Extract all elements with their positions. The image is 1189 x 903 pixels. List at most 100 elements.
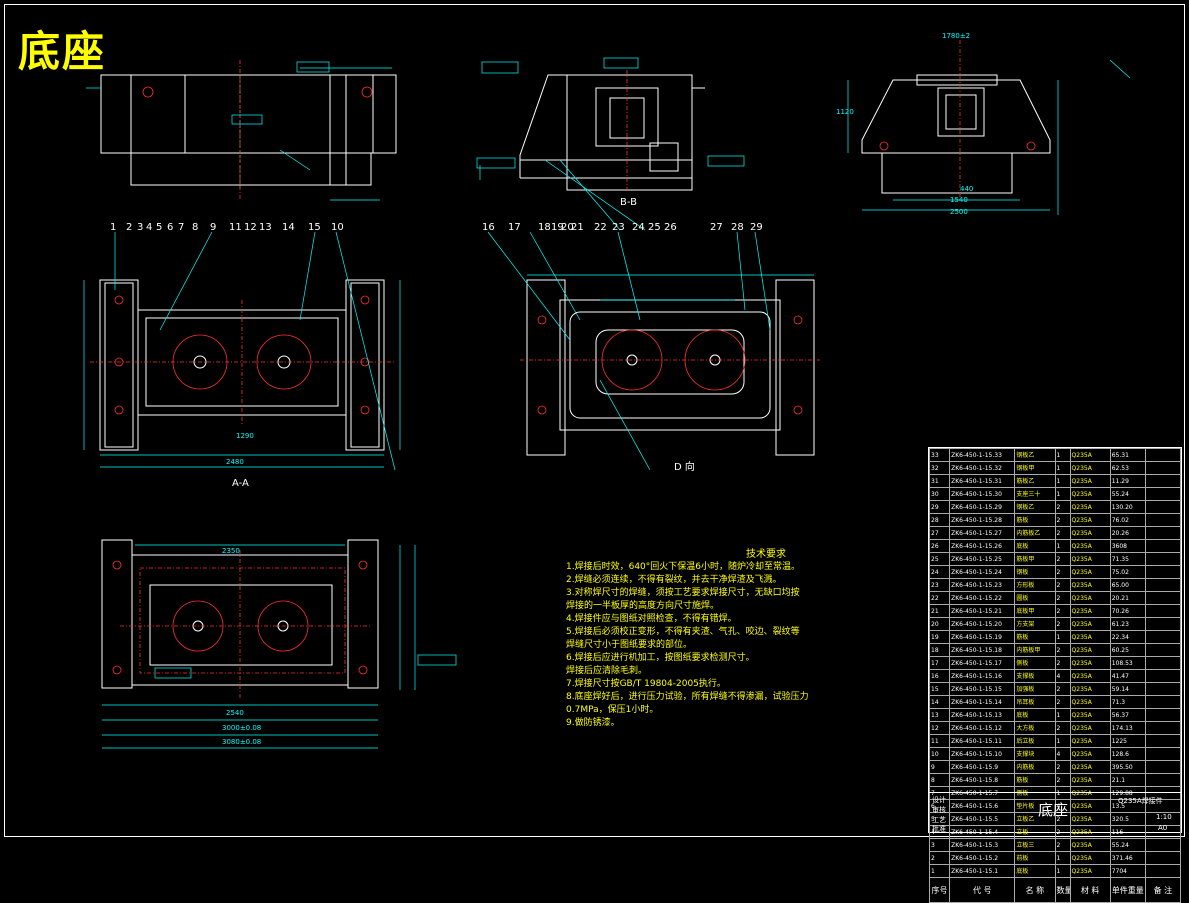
bom-cell: 2 — [1054, 500, 1071, 514]
title-block: 设计 审核 工艺 批准 底座 Q235A焊接件 1:10 A0 — [928, 792, 1182, 834]
bom-cell: 2 — [928, 851, 951, 865]
bom-cell: 前板 — [1014, 851, 1056, 865]
bom-cell: 2 — [1054, 773, 1071, 787]
dim-text: 1120 — [836, 108, 854, 116]
bom-cell: 1 — [1054, 487, 1071, 501]
front-view — [86, 60, 397, 201]
bom-cell: 内筋板 — [1014, 760, 1056, 774]
bom-cell: 支撑块 — [1014, 747, 1056, 761]
bom-cell: ZK6-450-1-15.24 — [949, 565, 1016, 579]
bom-cell — [1144, 487, 1182, 501]
bom-cell: 30 — [928, 487, 951, 501]
bom-cell: 22 — [928, 591, 951, 605]
bom-cell: ZK6-450-1-15.19 — [949, 630, 1016, 644]
bom-cell: ZK6-450-1-15.23 — [949, 578, 1016, 592]
bom-cell: Q235A — [1069, 708, 1111, 722]
bom-cell: ZK6-450-1-15.9 — [949, 760, 1016, 774]
tb-scale: 1:10 — [1156, 813, 1172, 821]
bom-cell: 65.00 — [1109, 578, 1146, 592]
bom-cell: 61.23 — [1109, 617, 1146, 631]
bom-cell: 11.29 — [1109, 474, 1146, 488]
bom-cell: 1 — [1054, 539, 1071, 553]
bom-cell: 方支架 — [1014, 617, 1056, 631]
bom-cell: ZK6-450-1-15.30 — [949, 487, 1016, 501]
bom-cell: Q235A — [1069, 448, 1111, 462]
bom-cell: 7704 — [1109, 864, 1146, 878]
bom-cell: 31 — [928, 474, 951, 488]
tech-note: 2.焊缝必须连续，不得有裂纹，并去干净焊渣及飞溅。 — [566, 575, 782, 585]
bom-cell — [1144, 526, 1182, 540]
dim-text: 1780±2 — [942, 32, 971, 40]
bom-cell: 395.50 — [1109, 760, 1146, 774]
bom-cell: ZK6-450-1-15.31 — [949, 474, 1016, 488]
bom-cell: ZK6-450-1-15.11 — [949, 734, 1016, 748]
bom-cell: Q235A — [1069, 552, 1111, 566]
bom-cell: 1 — [1054, 708, 1071, 722]
view-label-aa: A-A — [232, 478, 249, 489]
balloon: 5 — [156, 222, 163, 233]
bom-cell: Q235A — [1069, 630, 1111, 644]
bom-cell: Q235A — [1069, 487, 1111, 501]
bom-cell: 14 — [928, 695, 951, 709]
bom-cell: 钢板乙 — [1014, 500, 1056, 514]
bom-cell: 2 — [1054, 565, 1071, 579]
bom-cell — [1144, 760, 1182, 774]
bom-cell: Q235A — [1069, 838, 1111, 852]
bom-cell: 方形板 — [1014, 578, 1056, 592]
bom-cell: 55.24 — [1109, 838, 1146, 852]
bom-cell — [1144, 669, 1182, 683]
balloon: 3 — [137, 222, 144, 233]
bom-cell: ZK6-450-1-15.8 — [949, 773, 1016, 787]
bom-cell: 侧板 — [1014, 656, 1056, 670]
bom-cell: 圆板 — [1014, 591, 1056, 605]
bom-cell: Q235A — [1069, 474, 1111, 488]
bom-cell: 8 — [928, 773, 951, 787]
bom-cell: Q235A — [1069, 656, 1111, 670]
bom-cell — [1144, 630, 1182, 644]
bom-cell: 底板 — [1014, 708, 1056, 722]
tb-row1: 设计 — [932, 796, 946, 804]
bom-cell: ZK6-450-1-15.29 — [949, 500, 1016, 514]
bom-cell — [1144, 474, 1182, 488]
tech-note: 5.焊接后必须校正变形，不得有夹渣、气孔、咬边、裂纹等 — [566, 627, 800, 637]
bom-cell: 19 — [928, 630, 951, 644]
bom-cell: 16 — [928, 669, 951, 683]
bom-cell: ZK6-450-1-15.20 — [949, 617, 1016, 631]
bom-cell: ZK6-450-1-15.33 — [949, 448, 1016, 462]
bom-cell: 20 — [928, 617, 951, 631]
bom-cell: ZK6-450-1-15.3 — [949, 838, 1016, 852]
bom-cell — [1144, 539, 1182, 553]
view-label-bb: B-B — [620, 197, 637, 208]
bom-cell: 32 — [928, 461, 951, 475]
bom-cell: Q235A — [1069, 461, 1111, 475]
balloon: 22 — [594, 222, 607, 233]
bom-cell: 支座三十 — [1014, 487, 1056, 501]
balloon: 11 — [229, 222, 242, 233]
balloon: 18 — [538, 222, 551, 233]
bom-cell: 4 — [1054, 747, 1071, 761]
bom-cell — [1144, 747, 1182, 761]
dim-text: 3000±0.08 — [222, 724, 262, 732]
bom-cell: 29 — [928, 500, 951, 514]
bom-cell: 立板三 — [1014, 838, 1056, 852]
bom-cell: ZK6-450-1-15.18 — [949, 643, 1016, 657]
bom-header-cell: 材 料 — [1069, 877, 1111, 903]
bom-cell: 71.35 — [1109, 552, 1146, 566]
balloon: 16 — [482, 222, 495, 233]
bom-cell: 1 — [1054, 474, 1071, 488]
bom-cell: 1 — [1054, 851, 1071, 865]
